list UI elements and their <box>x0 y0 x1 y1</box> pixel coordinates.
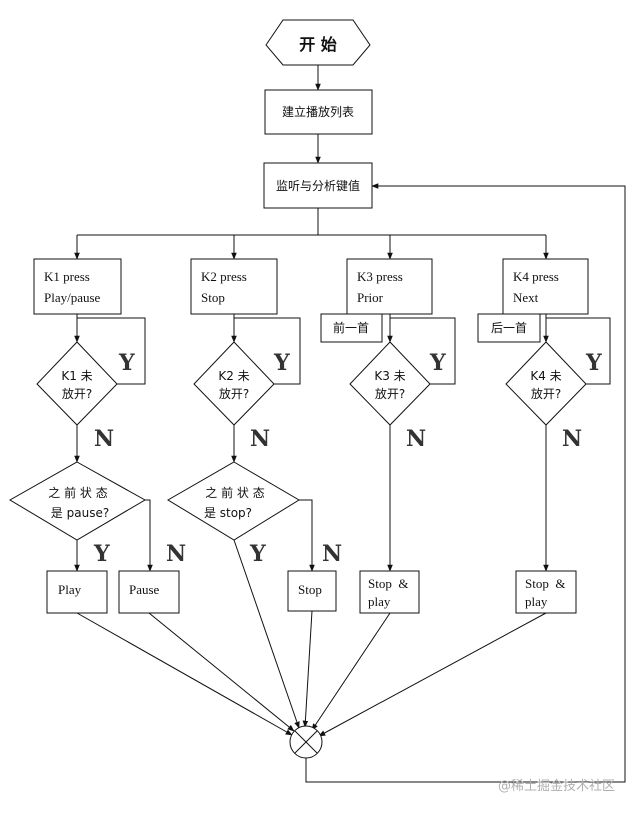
k2-loop <box>234 317 301 385</box>
k4-release-check <box>505 341 587 426</box>
k3-press-box <box>346 258 433 315</box>
k3-stop-play-line2: play <box>368 594 391 609</box>
stop-state-check <box>167 461 300 541</box>
build-playlist-label: 建立播放列表 <box>282 104 354 119</box>
k2-check-line2: 放开? <box>219 386 249 401</box>
k1-loop-yes: Y <box>118 350 135 376</box>
k4-stop-play-line2: play <box>525 594 548 609</box>
stop-check-yes: Y <box>249 541 266 567</box>
k3-stop-play-line1: Stop & <box>368 576 408 591</box>
k3-loop-yes: Y <box>429 350 446 376</box>
next-track-label: 后一首 <box>491 321 527 335</box>
stop-check-line1: 之 前 状 态 <box>205 485 264 500</box>
merge-from-stop <box>302 610 313 728</box>
k1-press-box <box>33 258 122 315</box>
branch-k4: K4 press Next 后一首 K4 未 放开? Y N Stop & pl… <box>477 258 611 614</box>
next-track-box <box>477 313 541 343</box>
k4-stop-play-line1: Stop & <box>525 576 565 591</box>
stop-label: Stop <box>298 582 322 597</box>
stop-check-no-connector <box>299 499 315 572</box>
watermark: @稀土掘金技术社区 <box>498 778 615 794</box>
play-box <box>46 570 108 614</box>
prior-track-label: 前一首 <box>333 320 369 335</box>
branch-k1: K1 press Play/pause K1 未 放开? Y N 之 前 状 态… <box>9 258 186 614</box>
k4-loop-yes: Y <box>585 350 602 376</box>
merge-connectors <box>76 539 547 737</box>
k1-release-check <box>36 341 118 426</box>
k4-check-line2: 放开? <box>531 386 561 401</box>
k4-no-label: N <box>562 426 582 452</box>
k2-press-line2: Stop <box>201 290 225 305</box>
pause-state-check <box>9 461 147 541</box>
stop-check-line2: 是 stop? <box>204 506 252 520</box>
pause-check-no-connector <box>145 499 153 572</box>
stop-check-no: N <box>322 541 342 567</box>
k4-loop <box>546 317 611 385</box>
build-playlist-box <box>264 89 373 135</box>
k1-check-line2: 放开? <box>62 386 92 401</box>
branch-k3: K3 press Prior 前一首 K3 未 放开? Y N Stop & p… <box>320 258 456 614</box>
k2-no-label: N <box>250 426 270 452</box>
start-terminator <box>265 19 371 66</box>
k2-loop-yes: Y <box>273 350 290 376</box>
pause-check-line2: 是 pause? <box>51 506 109 520</box>
listen-label: 监听与分析键值 <box>276 178 360 193</box>
k3-no-label: N <box>406 426 426 452</box>
k3-stop-play-box <box>359 570 420 614</box>
merge-from-play <box>76 612 293 736</box>
merge-from-k4-stop-play <box>318 612 547 737</box>
pause-label: Pause <box>129 582 160 597</box>
k2-press-line1: K2 press <box>201 269 247 284</box>
pause-check-yes: Y <box>93 541 110 567</box>
prior-track-box <box>320 313 383 343</box>
k1-press-line2: Play/pause <box>44 290 101 305</box>
k1-check-line1: K1 未 <box>61 369 92 383</box>
return-loop <box>305 183 626 783</box>
k4-stop-play-box <box>515 570 577 614</box>
merge-from-stop-state-yes <box>233 539 300 729</box>
merge-node <box>289 725 323 759</box>
start-label: 开 始 <box>299 35 337 54</box>
k2-press-box <box>190 258 278 315</box>
merge-from-pause <box>148 612 295 732</box>
k3-loop <box>390 317 456 385</box>
k4-press-box <box>502 258 589 315</box>
k1-no-label: N <box>94 426 114 452</box>
k4-press-line2: Next <box>513 290 539 305</box>
pause-check-no: N <box>166 541 186 567</box>
k3-press-line1: K3 press <box>357 269 403 284</box>
k3-release-check <box>349 341 431 426</box>
stop-box <box>287 570 337 612</box>
k3-press-line2: Prior <box>357 290 384 305</box>
pause-box <box>118 570 180 614</box>
k3-check-line2: 放开? <box>375 386 405 401</box>
branch-k2: K2 press Stop K2 未 放开? Y N 之 前 状 态 是 sto… <box>167 258 342 612</box>
merge-from-k3-stop-play <box>311 612 391 731</box>
k2-check-line1: K2 未 <box>218 369 249 383</box>
k4-check-line1: K4 未 <box>530 369 561 383</box>
k1-loop <box>77 317 146 385</box>
play-label: Play <box>58 582 82 597</box>
k2-release-check <box>193 341 275 426</box>
k1-press-line1: K1 press <box>44 269 90 284</box>
pause-check-line1: 之 前 状 态 <box>48 485 107 500</box>
k3-check-line1: K3 未 <box>374 369 405 383</box>
k4-press-line1: K4 press <box>513 269 559 284</box>
